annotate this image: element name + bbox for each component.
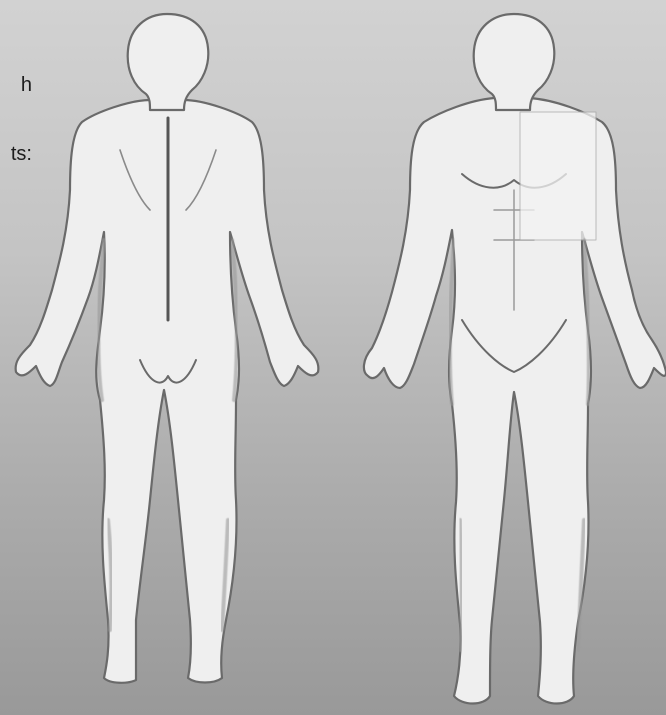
back-view-figure bbox=[16, 14, 319, 683]
front-view-figure bbox=[364, 14, 666, 704]
overlay-card bbox=[520, 112, 596, 240]
back-view-head bbox=[128, 14, 209, 110]
front-view-head bbox=[474, 14, 555, 110]
front-view-body bbox=[364, 98, 666, 704]
